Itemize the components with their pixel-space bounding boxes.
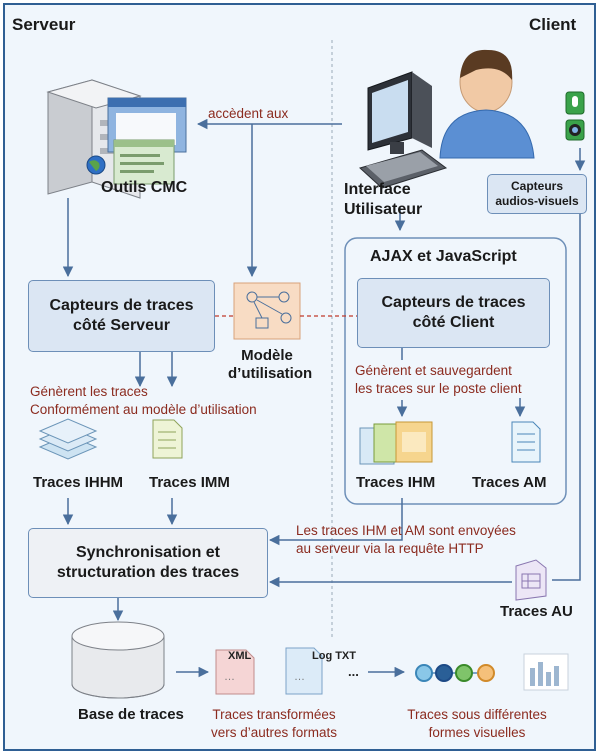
generent-serveur-annotation: Génèrent les traces Conformément au modè…	[30, 384, 257, 418]
traces-au-icon	[515, 559, 547, 601]
globe-icon	[86, 155, 106, 175]
ajax-title: AJAX et JavaScript	[370, 248, 517, 265]
xml-file-label: XML	[228, 650, 252, 662]
microphone-icon	[565, 91, 585, 115]
modele-label: Modèle d’utilisation	[228, 347, 313, 382]
base-de-traces-label: Base de traces	[78, 706, 184, 723]
computer-icon	[359, 71, 448, 189]
generent-client-annotation: Génèrent et sauvegardent les traces sur …	[355, 363, 522, 397]
ellipsis-label: ...	[348, 664, 359, 679]
accedent-annotation: accèdent aux	[208, 106, 289, 121]
usage-model-icon	[233, 282, 301, 340]
svg-text:…: …	[224, 671, 235, 683]
outils-cmc-label: Outils CMC	[101, 179, 188, 196]
window-icon	[107, 97, 187, 185]
envoyees-annotation: Les traces IHM et AM sont envoyées au se…	[296, 523, 516, 557]
traces-am-icon	[511, 421, 541, 463]
ajax-container	[344, 237, 567, 505]
transformees-annotation: Traces transformées vers d’autres format…	[210, 707, 338, 741]
server-header: Serveur	[12, 15, 76, 34]
webcam-icon	[565, 119, 585, 141]
document-stack-icon	[38, 418, 98, 460]
traces-imm-label: Traces IMM	[149, 474, 230, 491]
traces-ihm-label: Traces IHM	[356, 474, 436, 491]
document-icon	[152, 419, 183, 459]
traces-au-label: Traces AU	[500, 603, 573, 620]
timeline-icon	[415, 664, 495, 682]
database-icon	[71, 621, 165, 699]
user-icon	[439, 49, 535, 159]
visuelles-annotation: Traces sous différentes formes visuelles	[407, 707, 547, 741]
client-header: Client	[529, 15, 577, 34]
interface-label: Interface Utilisateur	[344, 181, 423, 218]
traces-ihhm-label: Traces IHHM	[33, 474, 124, 491]
file-icon: … …	[215, 647, 323, 695]
svg-text:…: …	[294, 671, 305, 683]
bar-chart-icon	[523, 653, 569, 691]
log-file-label: Log TXT	[312, 650, 356, 662]
traces-am-label: Traces AM	[472, 474, 547, 491]
traces-ihm-icon	[359, 421, 433, 465]
